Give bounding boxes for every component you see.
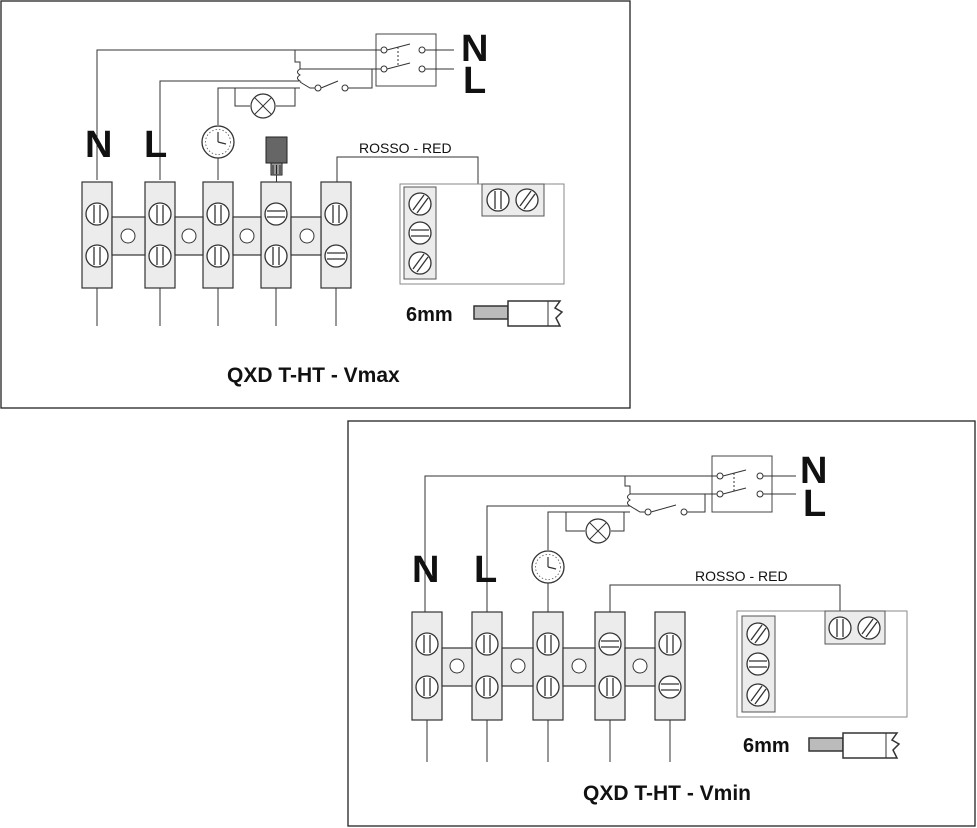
fan-board [399, 183, 565, 285]
terminal-block [81, 181, 352, 326]
panel-frame [347, 420, 976, 827]
lamp-icon [585, 518, 611, 544]
terminal-block [411, 611, 686, 762]
terminal-n-label: N [85, 124, 112, 166]
humidity-sensor-icon [265, 136, 288, 182]
red-wire-label: ROSSO - RED [695, 568, 788, 584]
main-switch [711, 455, 796, 513]
fan-board [736, 610, 908, 718]
terminal-n-label: N [412, 549, 439, 591]
terminal-l-label: L [144, 124, 167, 166]
red-wire [336, 156, 479, 185]
panel-vmax: N L [0, 0, 631, 409]
panel-vmin: N L N L [347, 420, 976, 827]
supply-l-label: L [463, 60, 486, 102]
stripped-wire-icon [473, 300, 564, 327]
red-wire-label: ROSSO - RED [359, 140, 452, 156]
feed-wires [424, 475, 717, 612]
lamp-icon [250, 93, 276, 119]
strip-length-label: 6mm [743, 735, 790, 757]
strip-length-label: 6mm [406, 304, 453, 326]
panel-title: QXD T-HT - Vmin [583, 782, 751, 805]
supply-n-label: N [800, 450, 827, 492]
supply-n-label: N [461, 28, 488, 70]
panel-title: QXD T-HT - Vmax [227, 364, 400, 387]
timer-clock-icon [531, 550, 565, 612]
supply-l-label: L [803, 483, 826, 525]
red-wire [609, 584, 841, 612]
timer-clock-icon [201, 125, 235, 180]
stripped-wire-icon [808, 732, 901, 759]
terminal-l-label: L [474, 549, 497, 591]
main-switch [375, 33, 454, 87]
feed-wires [96, 49, 381, 180]
panel-frame [0, 0, 631, 409]
